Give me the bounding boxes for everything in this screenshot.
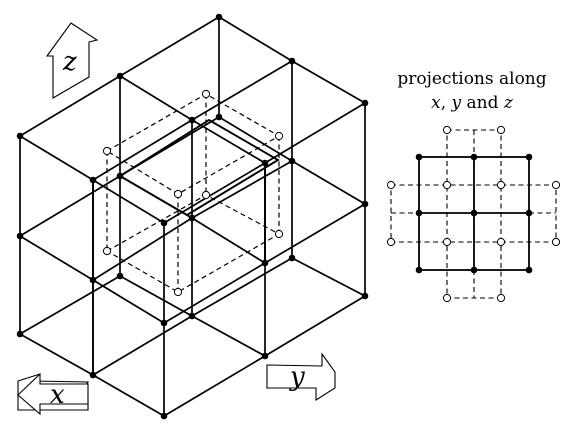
solid-node — [89, 276, 97, 284]
open-node — [201, 190, 211, 200]
top-face-midline-d — [191, 60, 293, 121]
lower-grid-line — [191, 257, 293, 317]
open-node — [201, 89, 211, 99]
projection-open-node — [386, 180, 396, 190]
projection-solid-nodes — [415, 153, 533, 274]
solid-node — [188, 116, 196, 124]
middle-face-midline-c — [92, 217, 193, 281]
caption: projections along x, y and z — [397, 69, 546, 113]
projection-solid-node — [470, 266, 478, 274]
solid-node — [215, 13, 223, 21]
top-face-midline-c — [92, 119, 193, 181]
solid-node — [116, 172, 124, 180]
projection-open-node — [442, 125, 452, 135]
projection-solid-node — [470, 153, 478, 161]
solid-node — [288, 254, 296, 262]
solid-node — [116, 72, 124, 80]
inner-solid-cube — [92, 118, 280, 280]
solid-node — [361, 200, 369, 208]
solid-node — [215, 113, 223, 121]
dashed-lattice — [106, 93, 281, 293]
caption-and: and — [461, 93, 504, 113]
solid-node — [261, 159, 269, 167]
x-arrow-outline — [17, 372, 89, 416]
solid-node — [261, 259, 269, 267]
solid-nodes — [16, 13, 369, 420]
solid-node — [116, 272, 124, 280]
open-node — [102, 146, 112, 156]
z-axis-label: z — [62, 47, 77, 77]
middle-face-midline-d — [191, 160, 293, 219]
lower-grid-line — [119, 275, 193, 317]
projection-open-node — [551, 237, 561, 247]
projection-open-node — [496, 293, 506, 303]
solid-node — [188, 312, 196, 320]
projection-solid-node — [470, 209, 478, 217]
middle-face-midline-b — [191, 217, 266, 264]
projection-solid-node — [525, 209, 533, 217]
caption-sep: , — [441, 93, 452, 113]
projection-solid-node — [525, 153, 533, 161]
solid-node — [261, 352, 269, 360]
projection-solid-node — [525, 266, 533, 274]
caption-var-x: x — [431, 93, 441, 113]
projection-solid-node — [415, 209, 423, 217]
lower-grid-line — [191, 315, 266, 357]
open-node — [173, 287, 183, 297]
solid-node — [160, 319, 168, 327]
projection-grid — [386, 125, 561, 303]
x-axis-label: x — [50, 380, 65, 410]
open-node — [102, 246, 112, 256]
solid-node — [288, 57, 296, 65]
solid-node — [288, 157, 296, 165]
projection-open-node — [496, 125, 506, 135]
top-face-midline-b — [191, 119, 266, 164]
open-nodes — [102, 89, 284, 297]
caption-line-2: x, y and z — [431, 93, 514, 113]
solid-node — [361, 292, 369, 300]
solid-node — [16, 132, 24, 140]
dashed-top-face — [106, 93, 281, 195]
projection-open-node — [442, 180, 452, 190]
projection-open-node — [496, 180, 506, 190]
z-arrow-icon — [45, 22, 99, 99]
solid-node — [160, 412, 168, 420]
solid-node — [89, 176, 97, 184]
solid-node — [89, 371, 97, 379]
dashed-bottom-face — [106, 194, 281, 293]
solid-node — [160, 219, 168, 227]
top-face-midline-a — [119, 75, 193, 121]
y-axis-arrow: y — [266, 352, 336, 401]
projection-open-node — [496, 237, 506, 247]
projection-solid-node — [415, 153, 423, 161]
caption-var-z: z — [503, 93, 514, 113]
open-node — [274, 131, 284, 141]
open-node — [173, 189, 183, 199]
inner-cube-top — [119, 118, 280, 217]
open-node — [274, 229, 284, 239]
projection-open-node — [442, 293, 452, 303]
z-axis-arrow: z — [45, 22, 99, 99]
lower-grid-line — [19, 275, 121, 335]
y-axis-label: y — [289, 362, 305, 392]
projection-open-node — [551, 180, 561, 190]
projection-open-nodes — [386, 125, 561, 303]
projection-open-node — [386, 237, 396, 247]
caption-var-y: y — [451, 93, 462, 113]
solid-node — [16, 330, 24, 338]
y-arrow-icon — [266, 352, 336, 401]
caption-line-1: projections along — [397, 69, 546, 89]
lower-grid-line — [92, 315, 193, 376]
projection-open-node — [442, 237, 452, 247]
solid-node — [361, 99, 369, 107]
solid-node — [188, 214, 196, 222]
x-axis-arrow: x — [17, 372, 90, 416]
solid-node — [16, 232, 24, 240]
lower-grid-line — [291, 257, 366, 297]
projection-solid-node — [415, 266, 423, 274]
